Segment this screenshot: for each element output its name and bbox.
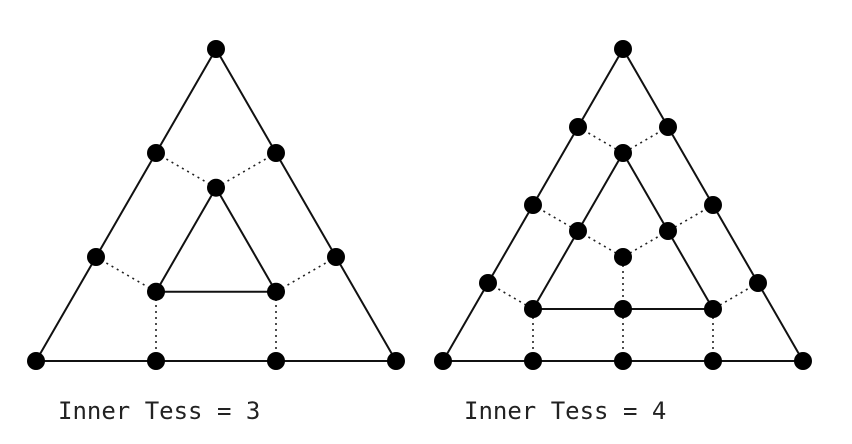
vertex-r0-s2-0 <box>614 40 632 58</box>
vertices-inner-4 <box>434 40 812 370</box>
vertex-r0-s2-0 <box>207 40 225 58</box>
vertex-r0-s0-0 <box>27 352 45 370</box>
vertex-r1-s1-0 <box>267 282 285 301</box>
vertex-r0-s1-2 <box>704 196 722 214</box>
vertex-r0-s0-1 <box>524 352 542 370</box>
vertex-r0-s0-1 <box>147 352 165 370</box>
vertex-r0-s0-3 <box>704 352 722 370</box>
connector-0-2-0 <box>155 152 217 189</box>
vertex-r0-s1-2 <box>267 144 285 162</box>
connector-0-1-0 <box>275 256 337 293</box>
tessellation-inner-4: Inner Tess = 4 <box>434 40 812 425</box>
ring-0-edge-1 <box>215 48 397 362</box>
edges-inner-3 <box>35 48 397 362</box>
vertex-r0-s2-1 <box>147 144 165 162</box>
tessellation-inner-3: Inner Tess = 3 <box>27 40 405 425</box>
vertex-r1-s2-1 <box>569 222 587 240</box>
connector-0-1-1 <box>215 152 277 189</box>
vertex-r0-s2-2 <box>87 248 105 266</box>
ring-1-edge-1 <box>215 186 277 293</box>
connector-0-2-1 <box>95 256 157 293</box>
vertex-r1-s2-0 <box>207 178 225 197</box>
caption-inner-tess-4: Inner Tess = 4 <box>464 397 666 425</box>
vertex-center <box>614 248 632 266</box>
vertex-r1-s0-1 <box>614 300 632 318</box>
vertex-r0-s0-2 <box>267 352 285 370</box>
caption-inner-tess-3: Inner Tess = 3 <box>58 397 260 425</box>
vertex-r0-s1-1 <box>749 274 767 292</box>
vertex-r0-s0-2 <box>614 352 632 370</box>
vertex-r0-s1-0 <box>387 352 405 370</box>
vertex-r1-s1-1 <box>659 222 677 240</box>
vertex-r1-s2-0 <box>614 144 632 162</box>
vertex-r0-s1-3 <box>659 118 677 136</box>
ring-1-edge-2 <box>155 186 217 293</box>
vertex-r1-s0-0 <box>147 282 165 301</box>
vertex-r0-s1-0 <box>794 352 812 370</box>
vertex-r1-s1-0 <box>704 300 722 318</box>
vertices-inner-3 <box>27 40 405 370</box>
vertex-r0-s1-1 <box>327 248 345 266</box>
vertex-r1-s0-0 <box>524 300 542 318</box>
ring-0-edge-2 <box>35 48 217 362</box>
vertex-r0-s0-0 <box>434 352 452 370</box>
vertex-r0-s2-1 <box>569 118 587 136</box>
vertex-r0-s2-2 <box>524 196 542 214</box>
vertex-r0-s2-3 <box>479 274 497 292</box>
